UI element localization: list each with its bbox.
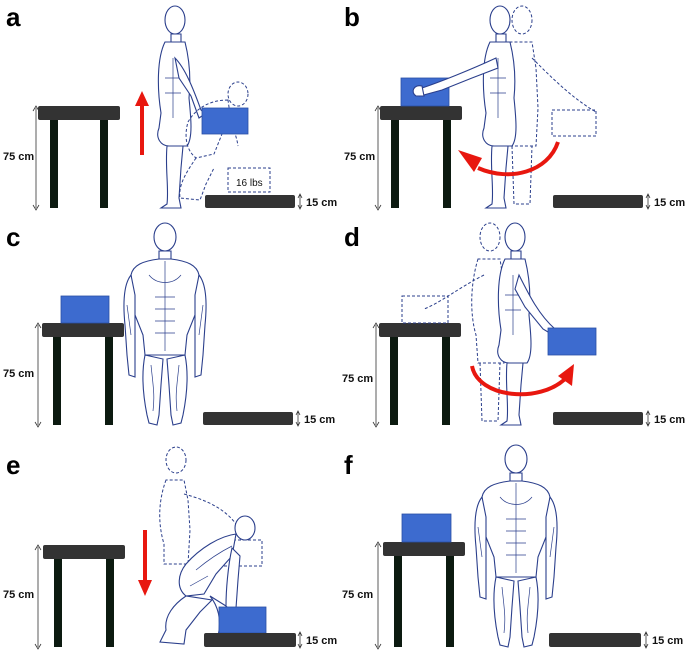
platform-height-dimension xyxy=(297,631,303,649)
figure-standing-front xyxy=(474,444,558,648)
figure-ghost xyxy=(159,446,237,565)
curved-arrow xyxy=(470,365,568,397)
platform-height-label: 15 cm xyxy=(654,197,685,209)
table-top xyxy=(42,323,124,337)
platform xyxy=(204,633,296,647)
table-height-dimension xyxy=(34,322,42,428)
figure-standing xyxy=(157,5,206,209)
curved-arrow xyxy=(477,141,560,177)
table-leg xyxy=(443,120,451,208)
table-top xyxy=(379,323,461,337)
table-leg xyxy=(391,120,399,208)
platform-height-dimension xyxy=(297,193,303,210)
figure-standing-front xyxy=(123,222,207,426)
table-top xyxy=(383,542,465,556)
table-top xyxy=(43,545,125,559)
figure-reaching xyxy=(497,222,556,426)
platform-height-label: 15 cm xyxy=(654,414,685,426)
table-top xyxy=(380,106,462,120)
platform xyxy=(203,412,293,425)
table-leg xyxy=(394,556,402,647)
table-height-dimension xyxy=(374,541,382,650)
platform xyxy=(553,412,643,425)
box xyxy=(201,107,249,135)
box xyxy=(60,295,110,324)
ghost-box xyxy=(551,109,597,137)
table-height-label: 75 cm xyxy=(3,589,34,601)
platform-height-label: 15 cm xyxy=(306,635,337,647)
table-leg xyxy=(100,120,108,208)
platform xyxy=(205,195,295,208)
ghost-box xyxy=(227,167,271,193)
table-leg xyxy=(53,337,61,425)
figure-reaching xyxy=(412,5,517,209)
table-leg xyxy=(105,337,113,425)
platform-height-dimension xyxy=(295,410,301,427)
platform xyxy=(553,195,643,208)
platform-height-label: 15 cm xyxy=(304,414,335,426)
table-leg xyxy=(54,559,62,647)
table-top xyxy=(38,106,120,120)
box xyxy=(401,513,452,543)
weight-label: 16 lbs xyxy=(236,178,263,189)
table-height-dimension xyxy=(372,322,380,428)
table-leg xyxy=(442,337,450,425)
table-leg xyxy=(50,120,58,208)
panel-e: e 75 cm 15 cm xyxy=(3,446,337,650)
table-leg xyxy=(446,556,454,647)
panel-d: d 75 cm 15 cm xyxy=(342,222,685,428)
panel-label: c xyxy=(6,222,20,252)
panel-label: b xyxy=(344,2,360,32)
table-height-label: 75 cm xyxy=(3,151,34,163)
panel-label: a xyxy=(6,2,21,32)
platform xyxy=(549,633,641,647)
panel-b: b 75 cm 15 cm xyxy=(344,2,685,211)
table-height-dimension xyxy=(34,544,42,650)
panel-c: c 75 cm 15 cm xyxy=(3,222,335,428)
panel-label: e xyxy=(6,450,20,480)
platform-height-dimension xyxy=(643,631,649,649)
table-height-dimension xyxy=(32,105,40,211)
panel-a: a 75 cm 16 lbs 15 cm xyxy=(3,2,337,211)
table-height-label: 75 cm xyxy=(344,151,375,163)
panel-f: f 75 cm 15 cm xyxy=(342,444,683,650)
box xyxy=(218,606,267,634)
platform-height-dimension xyxy=(645,410,651,427)
table-height-label: 75 cm xyxy=(342,373,373,385)
table-height-label: 75 cm xyxy=(342,589,373,601)
platform-height-label: 15 cm xyxy=(652,635,683,647)
table-leg xyxy=(106,559,114,647)
table-height-dimension xyxy=(374,105,382,211)
platform-height-dimension xyxy=(645,193,651,210)
table-leg xyxy=(390,337,398,425)
panel-label: f xyxy=(344,450,353,480)
panel-label: d xyxy=(344,222,360,252)
ghost-box xyxy=(401,295,449,324)
platform-height-label: 15 cm xyxy=(306,197,337,209)
box xyxy=(547,327,597,356)
table-height-label: 75 cm xyxy=(3,368,34,380)
